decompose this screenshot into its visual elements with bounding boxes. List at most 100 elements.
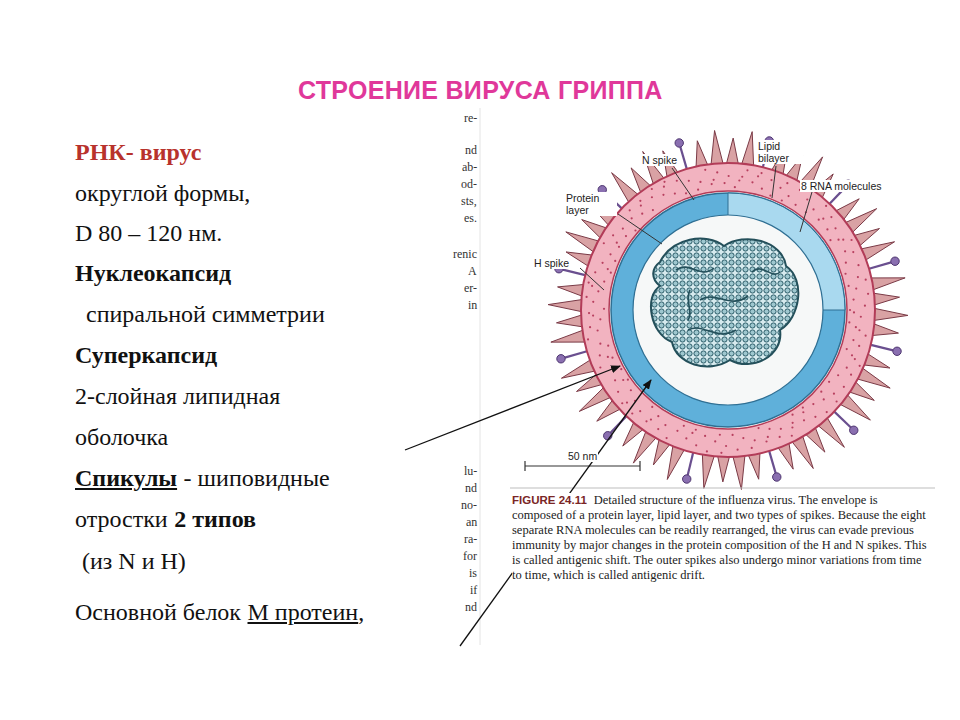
page-fragment: nd xyxy=(465,143,477,157)
page-fragment: sts, xyxy=(461,194,477,208)
lipid-dot xyxy=(599,366,601,368)
page-fragment: od- xyxy=(461,177,477,191)
lipid-dot xyxy=(611,357,613,359)
lipid-dot xyxy=(714,440,716,442)
lipid-dot xyxy=(603,280,605,282)
lipid-dot xyxy=(618,246,620,248)
description-text: оболочка xyxy=(75,424,168,450)
lipid-dot xyxy=(867,293,869,295)
text-line: отростки2 типов xyxy=(75,505,256,533)
n-spike-head xyxy=(773,473,781,481)
rna-molecules xyxy=(651,239,798,367)
lipid-dot xyxy=(751,447,753,449)
lipid-dot xyxy=(837,374,839,376)
lipid-dot xyxy=(725,445,727,447)
page-fragment: renic xyxy=(453,247,477,261)
h-spikes xyxy=(548,131,908,490)
lipid-dot xyxy=(614,260,616,262)
lipid-dot xyxy=(651,196,653,198)
page-fragment: is xyxy=(469,566,477,580)
lipid-dot xyxy=(589,326,591,328)
lipid-dot xyxy=(848,321,850,323)
h-spike xyxy=(732,453,745,490)
lipid-dot xyxy=(786,182,788,184)
lipid-dot xyxy=(738,179,740,181)
lipid-dot xyxy=(697,189,699,191)
lipid-dot xyxy=(706,450,708,452)
lipid-dot xyxy=(625,235,627,237)
lipid-dot xyxy=(860,316,862,318)
lipid-dot xyxy=(616,242,618,244)
lipid-dot xyxy=(791,414,793,416)
lipid-dot xyxy=(720,452,722,454)
lipid-dot xyxy=(865,279,867,281)
n-spike xyxy=(680,147,687,170)
lipid-dot xyxy=(657,428,659,430)
description-text: Спикулы xyxy=(75,465,177,491)
lipid-dot xyxy=(864,305,866,307)
lipid-dot xyxy=(848,285,850,287)
protein-layer xyxy=(611,193,845,427)
part-label: N spike xyxy=(641,154,678,166)
page-fragment: A xyxy=(468,264,477,278)
lipid-dot xyxy=(770,179,772,181)
n-spike-head xyxy=(893,347,901,355)
lipid-dot xyxy=(791,435,793,437)
text-line: (из N и H) xyxy=(82,547,186,575)
scale-bar xyxy=(525,461,640,471)
lipid-dot xyxy=(699,181,701,183)
page-gutter xyxy=(480,108,481,645)
lipid-dot xyxy=(639,410,641,412)
lipid-dot xyxy=(713,179,715,181)
lipid-dot xyxy=(599,318,601,320)
n-spike-head xyxy=(557,355,565,363)
lipid-dot xyxy=(586,296,588,298)
caption-text: Detailed structure of the influenza viru… xyxy=(512,493,927,582)
lipid-dot xyxy=(760,172,762,174)
n-spike xyxy=(834,411,851,428)
lipid-dot xyxy=(599,343,601,345)
lipid-dot xyxy=(723,182,725,184)
page-fragment: lu- xyxy=(464,464,477,478)
lipid-dot xyxy=(609,253,611,255)
lipid-dot xyxy=(757,175,759,177)
page-fragment: if xyxy=(470,583,477,597)
lipid-dot xyxy=(857,264,859,266)
lipid-dot xyxy=(768,428,770,430)
lipid-inner-edge xyxy=(609,191,847,429)
lipid-dot xyxy=(588,282,590,284)
part-label: H spike xyxy=(533,257,570,269)
lipid-dot xyxy=(844,273,846,275)
lipid-dot xyxy=(820,391,822,393)
lipid-dot xyxy=(854,358,856,360)
lipid-dot xyxy=(630,389,632,391)
h-spike xyxy=(711,131,724,168)
lipid-dot xyxy=(640,204,642,206)
lipid-dot xyxy=(741,176,743,178)
text-line: округлой формы, xyxy=(75,179,250,207)
part-label: Lipid bilayer xyxy=(757,140,803,164)
lipid-dot xyxy=(855,326,857,328)
lipid-dot xyxy=(614,379,616,381)
lipid-dot xyxy=(846,348,848,350)
text-line: Нуклеокапсид xyxy=(75,259,231,287)
text-line: D 80 – 120 нм. xyxy=(75,219,222,247)
text-line: спиральной симметрии xyxy=(86,300,325,328)
lipid-dot xyxy=(754,439,756,441)
lipid-dot xyxy=(622,379,624,381)
book-page xyxy=(455,105,937,645)
lipid-dot xyxy=(844,250,846,252)
lipid-dot xyxy=(603,308,605,310)
n-spike-head xyxy=(675,139,683,147)
lipid-dot xyxy=(641,213,643,215)
n-spike xyxy=(769,450,776,473)
lipid-dot xyxy=(792,422,794,424)
lipid-dot xyxy=(846,367,848,369)
lipid-dot xyxy=(688,180,690,182)
lipid-dot xyxy=(843,386,845,388)
lipid-dot xyxy=(814,416,816,418)
text-line: Спикулы- шиповидные xyxy=(75,464,330,492)
lipid-dot xyxy=(728,175,730,177)
lipid-dot xyxy=(651,188,653,190)
lipid-dot xyxy=(664,424,666,426)
